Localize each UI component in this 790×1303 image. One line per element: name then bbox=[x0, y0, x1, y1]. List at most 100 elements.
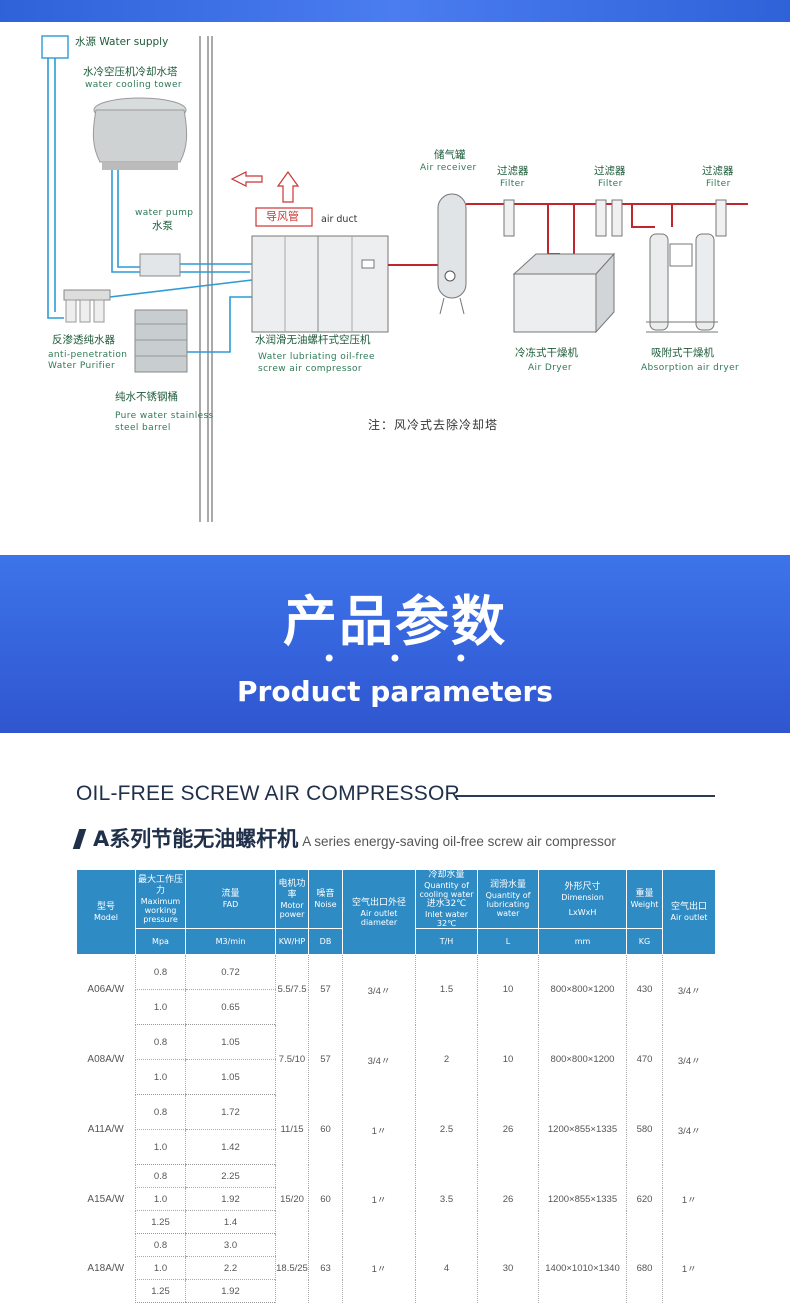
cell-model: A11A/W bbox=[87, 1124, 124, 1135]
water-supply-tank bbox=[41, 35, 69, 59]
cell-dimension: 800×800×1200 bbox=[538, 954, 627, 1025]
absorption-dryer-tower-1 bbox=[649, 233, 669, 331]
compressor-en-label-1: Water lubriating oil-free bbox=[258, 352, 375, 362]
table-unit-row: Mpa M3/min KW/HP DB T/H L mm KG bbox=[77, 928, 716, 955]
cell-fad: 1.05 bbox=[185, 1059, 276, 1095]
cell-fad: 1.72 bbox=[185, 1094, 276, 1130]
cell-pressure: 0.8 bbox=[135, 1164, 186, 1188]
cell-power: 5.5/7.5 bbox=[275, 954, 309, 1025]
cell-pressure: 1.25 bbox=[135, 1210, 186, 1234]
cell-noise: 60 bbox=[308, 1094, 343, 1165]
dryer-en-label: Air Dryer bbox=[528, 363, 573, 373]
cell-dimension: 1400×1010×1340 bbox=[538, 1233, 627, 1303]
filter-1 bbox=[503, 199, 515, 237]
cell-pressure: 0.8 bbox=[135, 1024, 186, 1060]
cell-fad: 0.72 bbox=[185, 954, 276, 990]
cell-fad: 1.92 bbox=[185, 1187, 276, 1211]
stainless-barrel bbox=[134, 309, 188, 373]
filter-2-cn-label: 过滤器 bbox=[594, 165, 626, 177]
cell-outlet2: 3/4〃 bbox=[662, 954, 716, 1025]
cell-power: 11/15 bbox=[275, 1094, 309, 1165]
cell-lube: 10 bbox=[477, 1024, 539, 1095]
subheading-cn: A系列节能无油螺杆机 bbox=[93, 827, 299, 851]
slash-mark bbox=[72, 829, 87, 849]
cell-noise: 57 bbox=[308, 1024, 343, 1095]
cell-cooling: 2 bbox=[415, 1024, 478, 1095]
cell-lube: 10 bbox=[477, 954, 539, 1025]
cell-power: 7.5/10 bbox=[275, 1024, 309, 1095]
filter-3-en-label: Filter bbox=[706, 179, 731, 189]
cell-outlet2: 1〃 bbox=[662, 1164, 716, 1234]
cell-outlet: 1〃 bbox=[342, 1164, 416, 1234]
water-supply-label: 水源 Water supply bbox=[75, 36, 169, 48]
cell-pressure: 0.8 bbox=[135, 1233, 186, 1257]
cell-outlet2: 3/4〃 bbox=[662, 1024, 716, 1095]
cell-model: A06A/W bbox=[87, 984, 125, 996]
cell-power: 18.5/25 bbox=[275, 1233, 309, 1303]
air-duct-box bbox=[255, 207, 313, 227]
cell-lube: 30 bbox=[477, 1233, 539, 1303]
cell-noise: 60 bbox=[308, 1164, 343, 1234]
air-receiver-cn-label: 储气罐 bbox=[434, 149, 466, 161]
cell-noise: 57 bbox=[308, 954, 343, 1025]
cell-outlet2: 3/4〃 bbox=[662, 1094, 716, 1165]
water-pump-en-label: water pump bbox=[135, 208, 194, 218]
cell-fad: 3.0 bbox=[185, 1233, 276, 1257]
cell-weight: 680 bbox=[626, 1233, 663, 1303]
refrigerated-dryer bbox=[513, 273, 597, 333]
cooling-tower-en-label: water cooling tower bbox=[85, 80, 182, 90]
cell-power: 15/20 bbox=[275, 1164, 309, 1234]
cell-dimension: 800×800×1200 bbox=[538, 1024, 627, 1095]
barrel-en-label-1: Pure water stainless bbox=[115, 411, 214, 421]
unit-weight: KG bbox=[626, 928, 663, 955]
banner-dots: • • • bbox=[322, 645, 490, 673]
unit-lube: L bbox=[477, 928, 539, 955]
cell-model: A15A/W bbox=[87, 1193, 125, 1205]
unit-dimension: mm bbox=[538, 928, 627, 955]
water-purifier bbox=[63, 289, 111, 301]
filter-4 bbox=[715, 199, 727, 237]
water-pump bbox=[139, 253, 181, 277]
cell-dimension: 1200×855×1335 bbox=[538, 1094, 627, 1165]
cell-outlet: 1〃 bbox=[342, 1233, 416, 1303]
banner-title: 产品参数 bbox=[283, 590, 507, 653]
barrel-cn-label: 纯水不锈钢桶 bbox=[115, 391, 178, 403]
filter-3 bbox=[611, 199, 623, 237]
filter-1-cn-label: 过滤器 bbox=[497, 165, 529, 177]
cell-pressure: 1.0 bbox=[135, 1129, 186, 1165]
banner-subtitle: Product parameters bbox=[237, 675, 553, 708]
unit-noise: DB bbox=[308, 928, 343, 955]
purifier-cn-label: 反渗透纯水器 bbox=[52, 334, 115, 346]
unit-power: KW/HP bbox=[275, 928, 309, 955]
cell-fad: 2.25 bbox=[185, 1164, 276, 1188]
cell-model: A08A/W bbox=[87, 1054, 125, 1065]
cell-outlet: 3/4〃 bbox=[342, 1024, 416, 1095]
series-heading: OIL-FREE SCREW AIR COMPRESSOR bbox=[76, 782, 460, 805]
filter-1-en-label: Filter bbox=[500, 179, 525, 189]
unit-fad: M3/min bbox=[185, 928, 276, 955]
cell-pressure: 1.25 bbox=[135, 1279, 186, 1303]
cell-lube: 26 bbox=[477, 1094, 539, 1165]
diagram-drawing bbox=[41, 35, 748, 522]
unit-pressure: Mpa bbox=[135, 928, 186, 955]
cell-pressure: 1.0 bbox=[135, 989, 186, 1025]
cooling-tower bbox=[92, 109, 188, 163]
